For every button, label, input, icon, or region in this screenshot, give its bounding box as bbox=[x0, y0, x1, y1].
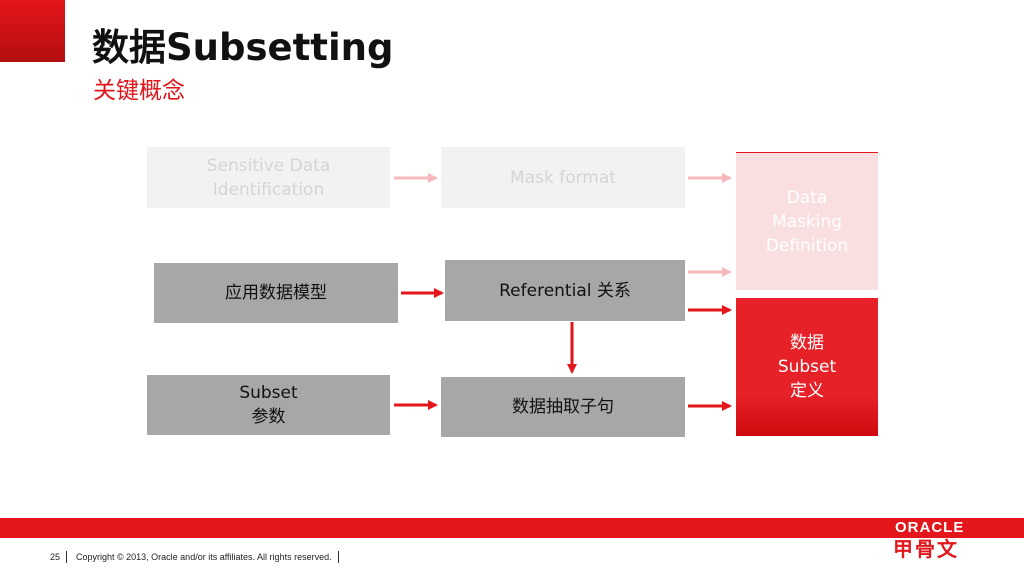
page-subtitle: 关键概念 bbox=[93, 78, 185, 104]
sensitive-data-box: Sensitive Data Identification bbox=[147, 147, 390, 208]
mask-format-box: Mask format bbox=[441, 147, 685, 208]
copyright-text: Copyright © 2013, Oracle and/or its affi… bbox=[76, 551, 339, 563]
data-masking-definition-label: Data Masking Definition bbox=[765, 187, 849, 256]
referential-box: Referential 关系 bbox=[445, 260, 685, 321]
sensitive-data-label: Sensitive Data Identification bbox=[206, 155, 331, 200]
subset-params-label: Subset 参数 bbox=[239, 383, 298, 427]
footer-bar bbox=[0, 518, 1024, 538]
data-masking-definition-box: Data Masking Definition bbox=[736, 152, 878, 290]
subset-params-box: Subset 参数 bbox=[147, 375, 390, 435]
referential-label: Referential 关系 bbox=[499, 280, 631, 301]
oracle-logo: ORACLE bbox=[895, 519, 965, 536]
data-extract-clause-box: 数据抽取子句 bbox=[441, 377, 685, 437]
data-extract-clause-label: 数据抽取子句 bbox=[512, 397, 614, 417]
corner-accent bbox=[0, 0, 65, 62]
oracle-logo-chinese: 甲骨文 bbox=[893, 537, 959, 561]
page-number: 25 bbox=[50, 551, 68, 563]
mask-format-label: Mask format bbox=[510, 167, 616, 188]
page-title: 数据Subsetting bbox=[92, 26, 394, 69]
app-data-model-label: 应用数据模型 bbox=[225, 283, 327, 303]
data-subset-definition-label: 数据 Subset 定义 bbox=[777, 333, 837, 401]
data-subset-definition-box: 数据 Subset 定义 bbox=[736, 298, 878, 436]
app-data-model-box: 应用数据模型 bbox=[154, 263, 398, 323]
